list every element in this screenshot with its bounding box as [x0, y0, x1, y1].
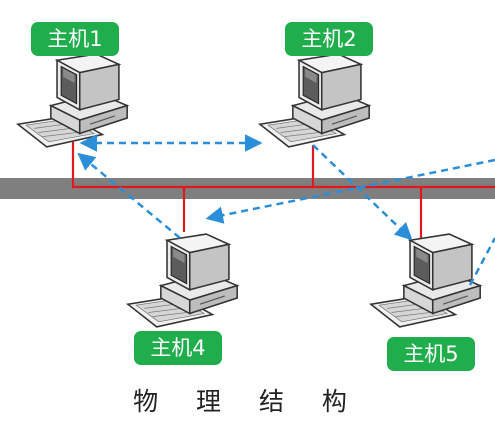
computer-icon-host1 — [17, 53, 128, 148]
computer-icon-host2 — [259, 53, 370, 148]
network-bus — [0, 178, 495, 199]
flow-arrow-host5-offscreen — [468, 237, 495, 286]
flow-arrow-host4-to-host1 — [77, 152, 181, 239]
computer-icon-host4 — [127, 233, 238, 328]
host-5-label: 主机5 — [387, 337, 475, 371]
host-2-label: 主机2 — [285, 22, 373, 56]
host-1-label: 主机1 — [31, 22, 119, 56]
flow-arrow-host2-to-host5 — [312, 144, 413, 241]
link-host1 — [71, 142, 495, 189]
flow-arrow-incoming-to-host4 — [205, 158, 495, 224]
host-4-label: 主机4 — [134, 331, 222, 365]
diagram-caption: 物 理 结 构 — [133, 387, 362, 416]
computer-icon-host5 — [370, 233, 481, 328]
